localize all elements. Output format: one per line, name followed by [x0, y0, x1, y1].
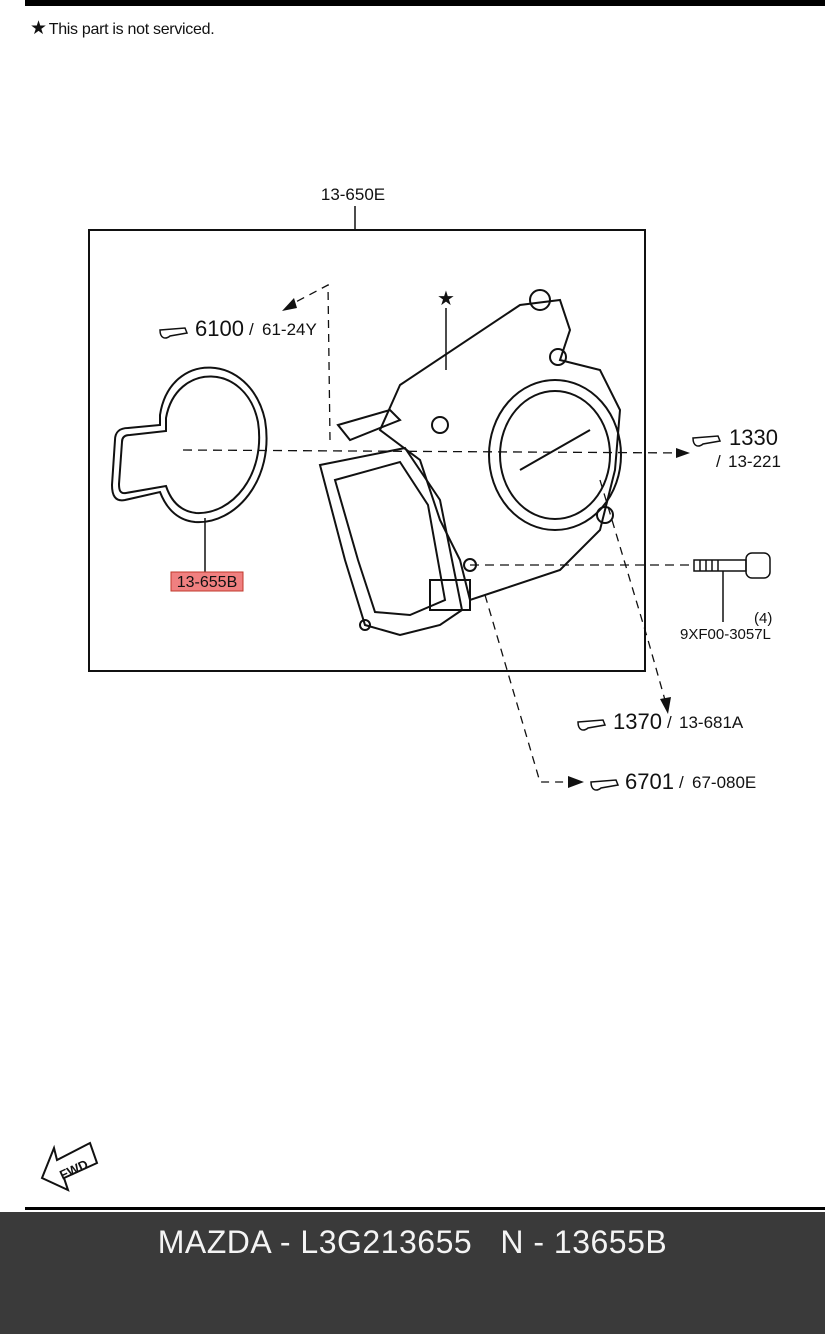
reference-1330[interactable]: 1330	[729, 425, 778, 450]
bolt-drawing	[693, 552, 771, 579]
fwd-label: FWD	[57, 1156, 90, 1182]
not-serviced-star-icon: ★	[437, 288, 455, 310]
gasket-highlight	[170, 571, 244, 592]
assembly-frame	[88, 229, 646, 672]
svg-text:/: /	[667, 713, 672, 732]
throttle-body-drawing	[318, 289, 622, 637]
note-text: This part is not serviced.	[48, 21, 215, 38]
parts-diagram: 13-650E 13-655B ★ 6100 / 61-24Y	[40, 185, 781, 1192]
svg-text:/: /	[716, 452, 721, 471]
gasket-part-number[interactable]: 13-655B	[177, 574, 238, 591]
not-serviced-note: ★This part is not serviced.	[30, 17, 215, 40]
gasket-drawing[interactable]	[110, 366, 268, 524]
reference-1370[interactable]: 1370	[613, 709, 662, 734]
footer-part-title: MAZDA - L3G213655 N - 13655B	[157, 1224, 668, 1260]
reference-6701[interactable]: 6701	[625, 769, 674, 794]
reference-6100[interactable]: 6100	[195, 316, 244, 341]
pointing-hand-icon	[590, 779, 620, 791]
pointing-hand-icon	[692, 435, 722, 447]
svg-text:/: /	[249, 320, 254, 339]
assembly-part-number[interactable]: 13-650E	[321, 185, 385, 204]
pointing-hand-icon	[577, 719, 607, 731]
footer-rule	[25, 1207, 825, 1210]
reference-6701-sub[interactable]: 67-080E	[692, 773, 756, 792]
reference-1330-sub[interactable]: 13-221	[728, 452, 781, 471]
reference-6100-sub[interactable]: 61-24Y	[262, 320, 317, 339]
svg-text:/: /	[679, 773, 684, 792]
pointing-hand-icon	[159, 327, 189, 339]
footer-bar	[0, 1212, 825, 1334]
bolt-quantity: (4)	[754, 610, 772, 627]
reference-1370-sub[interactable]: 13-681A	[679, 713, 744, 732]
top-rule	[25, 0, 825, 6]
bolt-part-number[interactable]: 9XF00-3057L	[680, 626, 771, 643]
star-icon: ★	[30, 18, 47, 39]
fwd-arrow-icon: FWD	[40, 1141, 99, 1192]
